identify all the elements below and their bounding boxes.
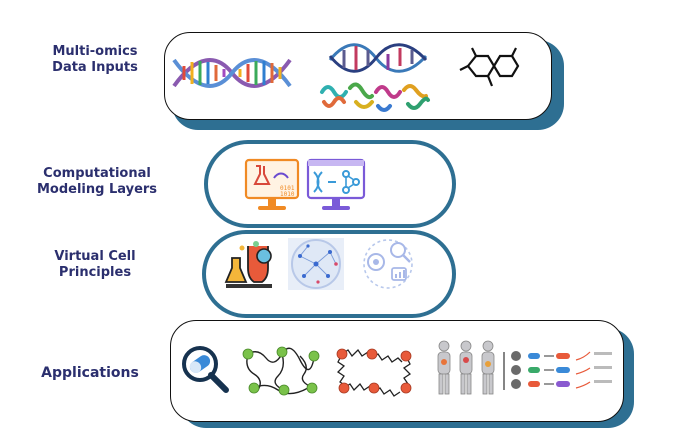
applications-box (170, 320, 624, 422)
label-virtual-cell: Virtual Cell Principles (54, 249, 136, 280)
drug-search-icon (182, 346, 229, 393)
molecule-icon (459, 47, 520, 87)
svg-text:1010: 1010 (280, 191, 295, 198)
svg-text:0101: 0101 (280, 185, 295, 192)
patient-stratification-icon (437, 340, 612, 395)
label-computational-modeling: Computational Modeling Layers (36, 166, 158, 197)
chemistry-flasks-icon (224, 241, 272, 288)
healthy-network-icon (242, 346, 320, 396)
analysis-gears-icon (363, 239, 413, 289)
lab-computer-icon: 0101 1010 (244, 158, 300, 210)
cell-network-icon (288, 238, 344, 290)
label-applications: Applications (41, 365, 139, 381)
disease-network-icon (336, 348, 412, 397)
label-multi-omics: Multi-omics Data Inputs (52, 44, 138, 75)
dna-network-monitor-icon (306, 158, 366, 210)
rna-protein-structure-icon (320, 43, 430, 112)
dna-helix-icon (172, 58, 292, 88)
